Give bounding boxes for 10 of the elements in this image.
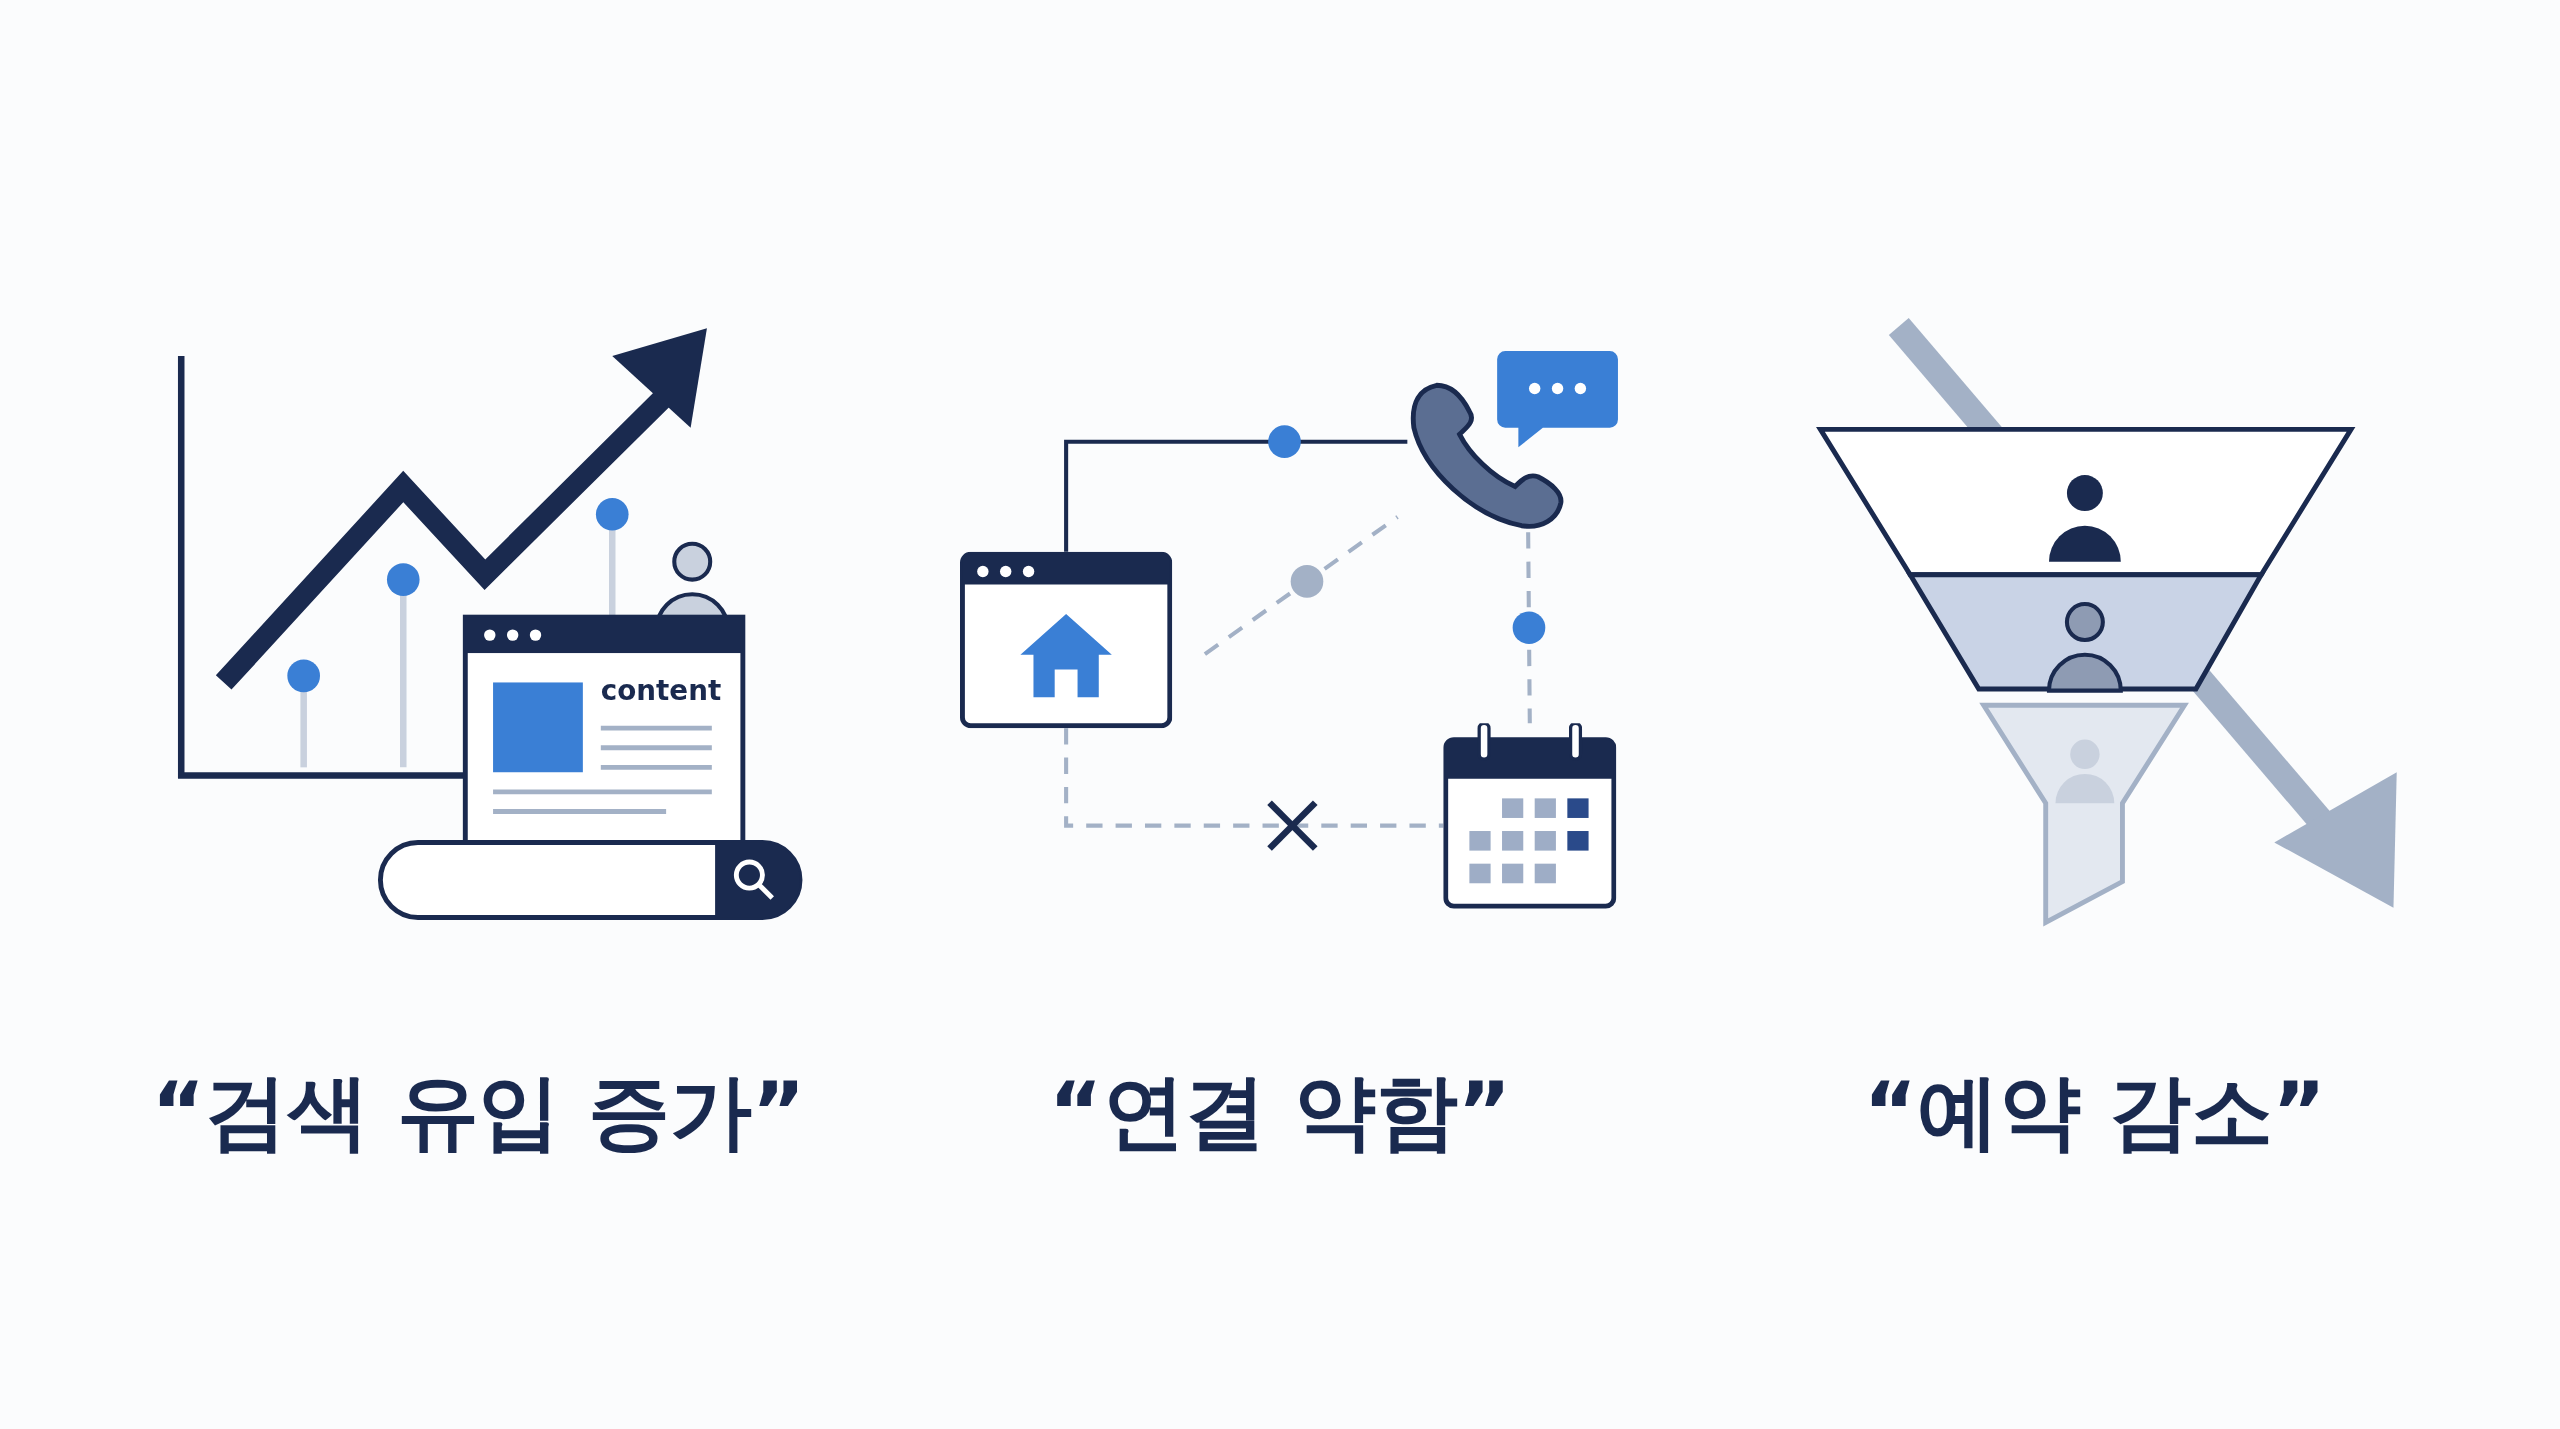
calendar-icon <box>1443 723 1617 910</box>
panel-caption: “연결 약함” <box>1048 1063 1512 1162</box>
dashed-connector <box>1064 728 1444 851</box>
connector <box>1064 425 1408 552</box>
website-icon <box>960 551 1173 729</box>
dashed-connector <box>1203 515 1399 656</box>
dashed-connector <box>1512 532 1546 724</box>
panel-caption: “검색 유입 증가” <box>151 1063 806 1162</box>
content-label: content <box>600 674 722 707</box>
panel-caption: “예약 감소” <box>1863 1063 2326 1162</box>
